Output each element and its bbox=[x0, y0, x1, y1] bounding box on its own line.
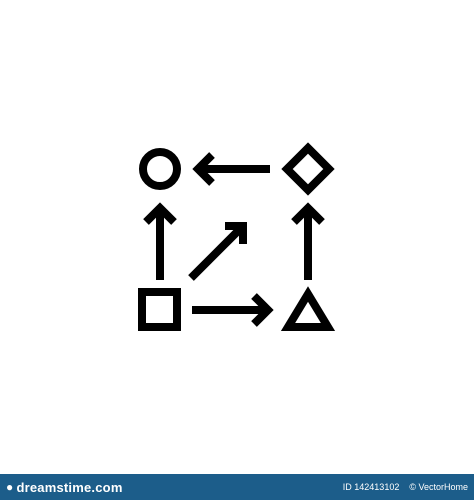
diamond-icon bbox=[281, 142, 335, 196]
arrow-right-icon bbox=[192, 293, 274, 327]
watermark-footer: ● dreamstime.com ID 142413102 © VectorHo… bbox=[0, 474, 474, 500]
triangle-icon bbox=[280, 286, 336, 331]
image-id: ID 142413102 bbox=[342, 482, 400, 492]
square-icon bbox=[138, 288, 181, 331]
process-flow-icon bbox=[138, 142, 336, 331]
arrow-up-icon bbox=[291, 202, 325, 280]
image-canvas bbox=[138, 142, 336, 331]
circle-icon bbox=[139, 148, 181, 190]
arrow-up-icon bbox=[143, 202, 177, 280]
footer-logo-text: dreamstime.com bbox=[16, 479, 123, 495]
footer-meta: ID 142413102 © VectorHome bbox=[343, 482, 468, 492]
arrow-left-icon bbox=[192, 152, 270, 186]
footer-logo: ● dreamstime.com bbox=[6, 480, 123, 495]
dreamstime-logo-icon: ● bbox=[6, 480, 14, 494]
arrow-diagonal-icon bbox=[188, 222, 247, 281]
image-credit: © VectorHome bbox=[409, 482, 468, 492]
